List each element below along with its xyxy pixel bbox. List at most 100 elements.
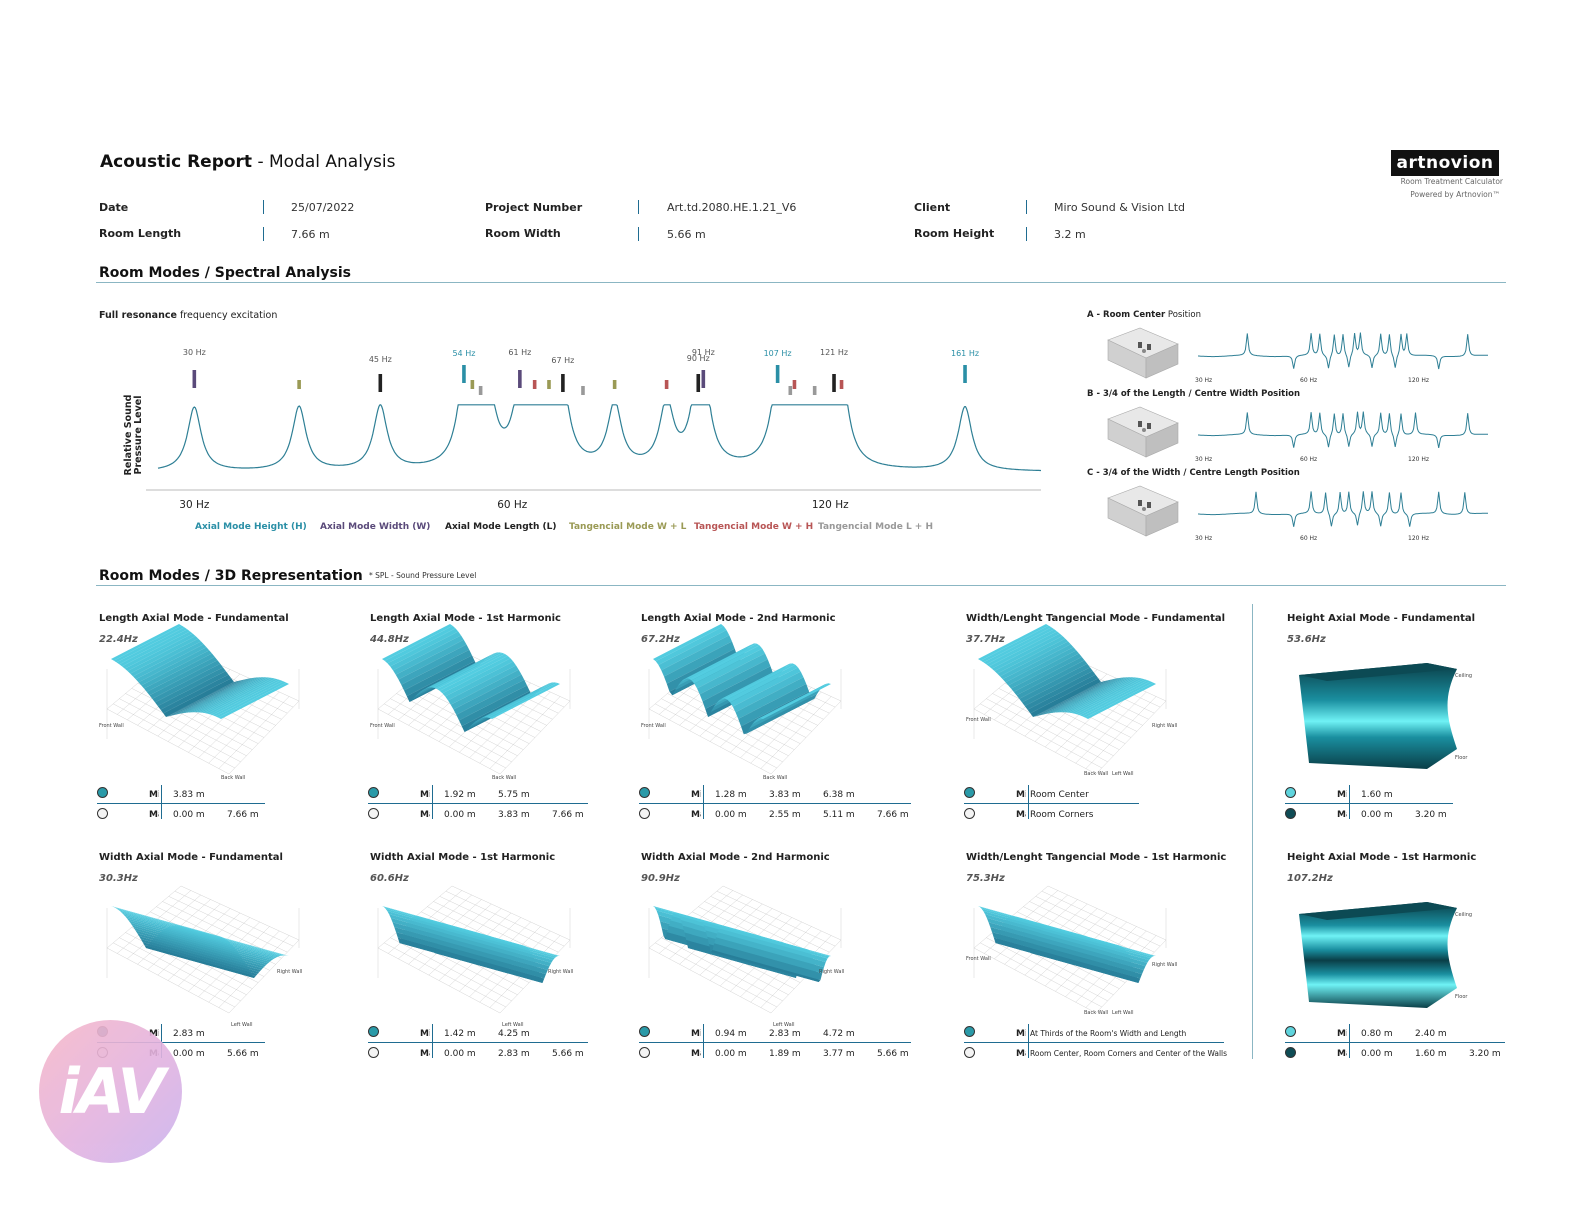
mode-marker: [378, 374, 383, 392]
wall-label: Front Wall: [99, 723, 124, 729]
mode-marker: [775, 365, 780, 383]
position-response-curve: [1198, 332, 1488, 370]
wall-label: Floor: [1455, 755, 1468, 761]
min-value: 1.92 m: [444, 790, 476, 800]
x-tick-label: 60 Hz: [1300, 377, 1317, 384]
min-label: Min: [1337, 1029, 1347, 1039]
table-rule: [97, 803, 265, 804]
max-value: 0.00 m: [444, 1049, 476, 1059]
peak-label: 54 Hz: [452, 349, 475, 358]
wall-label: Front Wall: [966, 956, 991, 962]
wall-label: Right Wall: [1152, 962, 1177, 968]
max-legend-dot: [639, 808, 650, 819]
pressure-surface: [111, 906, 289, 978]
panel-title: Width/Lenght Tangencial Mode - 1st Harmo…: [966, 852, 1227, 863]
panel-title: Length Axial Mode - 2nd Harmonic: [641, 613, 836, 624]
spl-note: * SPL - Sound Pressure Level: [369, 571, 477, 580]
peak-label: 107 Hz: [764, 349, 792, 358]
max-value: 5.66 m: [227, 1049, 259, 1059]
min-legend-dot: [639, 787, 650, 798]
min-label: Min: [149, 790, 159, 800]
max-legend-dot: [97, 808, 108, 819]
peak-label: 45 Hz: [369, 355, 392, 364]
wall-label: Front Wall: [641, 723, 666, 729]
panel-frequency: 107.2Hz: [1287, 873, 1333, 884]
x-tick-label: 120 Hz: [1408, 535, 1429, 542]
panel-title: Width Axial Mode - Fundamental: [99, 852, 283, 863]
min-value: 2.83 m: [173, 1029, 205, 1039]
pressure-volume: [1299, 663, 1457, 769]
table-divider: [432, 785, 433, 819]
wall-label: Left Wall: [773, 1022, 794, 1028]
mode-marker: [547, 380, 551, 389]
legend-item: Axial Mode Height (H): [195, 522, 307, 532]
spectral-chart: Relative Sound Pressure Level 30 Hz 45 Hz…: [123, 348, 1041, 511]
peak-label: 30 Hz: [183, 348, 206, 357]
table-rule: [1285, 803, 1453, 804]
max-legend-dot: [964, 808, 975, 819]
max-value: Room Center, Room Corners and Center of …: [1030, 1049, 1228, 1058]
table-divider: [703, 1024, 704, 1058]
spectral-subtitle: Full resonance frequency excitation: [99, 310, 278, 321]
table-rule: [1285, 1042, 1505, 1043]
x-tick-label: 120 Hz: [1408, 377, 1429, 384]
legend-item: Tangencial Mode L + H: [818, 522, 934, 532]
mode-marker: [696, 374, 701, 392]
table-divider: [1349, 785, 1350, 819]
min-value: 0.80 m: [1361, 1029, 1393, 1039]
panel-frequency: 53.6Hz: [1287, 634, 1326, 645]
y-axis-label: Pressure Level: [133, 396, 144, 475]
min-value: 4.72 m: [823, 1029, 855, 1039]
panel-frequency: 90.9Hz: [641, 873, 680, 884]
position-title: A - Room Center Position: [1087, 310, 1201, 320]
page-title: Acoustic Report - Modal Analysis: [100, 152, 396, 172]
panel-title: Width/Lenght Tangencial Mode - Fundament…: [966, 613, 1226, 624]
divider: [638, 227, 639, 241]
min-label: Min: [1016, 1029, 1026, 1039]
wall-label: Back Wall: [492, 775, 516, 781]
pressure-surface: [653, 624, 831, 735]
max-legend-dot: [1285, 1047, 1296, 1058]
table-divider: [1349, 1024, 1350, 1058]
max-legend-dot: [639, 1047, 650, 1058]
panel-frequency: 22.4Hz: [99, 634, 138, 645]
y-axis-label: Relative Sound: [123, 395, 134, 476]
table-divider: [161, 785, 162, 819]
panel-frequency: 67.2Hz: [641, 634, 680, 645]
peak-label: 90 Hz: [687, 354, 710, 363]
wall-label: Right Wall: [819, 969, 844, 975]
logo-subtitle: Room Treatment Calculator: [1400, 177, 1503, 186]
x-tick-label: 30 Hz: [1195, 377, 1212, 384]
table-divider: [703, 785, 704, 819]
wall-label: Back Wall: [221, 775, 245, 781]
wall-label: Left Wall: [1112, 771, 1133, 777]
wall-label: Right Wall: [548, 969, 573, 975]
peak-label: 161 Hz: [951, 349, 979, 358]
position-chart: 30 Hz 60 Hz 120 Hz: [1107, 327, 1488, 384]
mode-marker: [470, 380, 475, 389]
max-label: Max: [1016, 810, 1026, 820]
max-value: 5.11 m: [823, 810, 855, 820]
legend-item: Axial Mode Width (W): [320, 522, 431, 532]
max-value: 5.66 m: [877, 1049, 909, 1059]
mode-marker: [478, 386, 483, 395]
x-tick-label: 120 Hz: [1408, 456, 1429, 463]
project-number-value: Art.td.2080.HE.1.21_V6: [667, 201, 797, 214]
wall-label: Back Wall: [1084, 1010, 1108, 1016]
max-value: 3.77 m: [823, 1049, 855, 1059]
response-curve: [157, 404, 1041, 472]
peak-label: 121 Hz: [820, 348, 848, 357]
divider: [263, 227, 264, 241]
min-value: At Thirds of the Room's Width and Length: [1030, 1029, 1187, 1038]
panel-title: Width Axial Mode - 2nd Harmonic: [641, 852, 830, 863]
max-value: 7.66 m: [227, 810, 259, 820]
mode-marker: [812, 386, 817, 395]
wall-label: Back Wall: [1084, 771, 1108, 777]
panel-title: Length Axial Mode - Fundamental: [99, 613, 289, 624]
panel-frequency: 37.7Hz: [966, 634, 1005, 645]
mode-marker: [462, 365, 466, 383]
